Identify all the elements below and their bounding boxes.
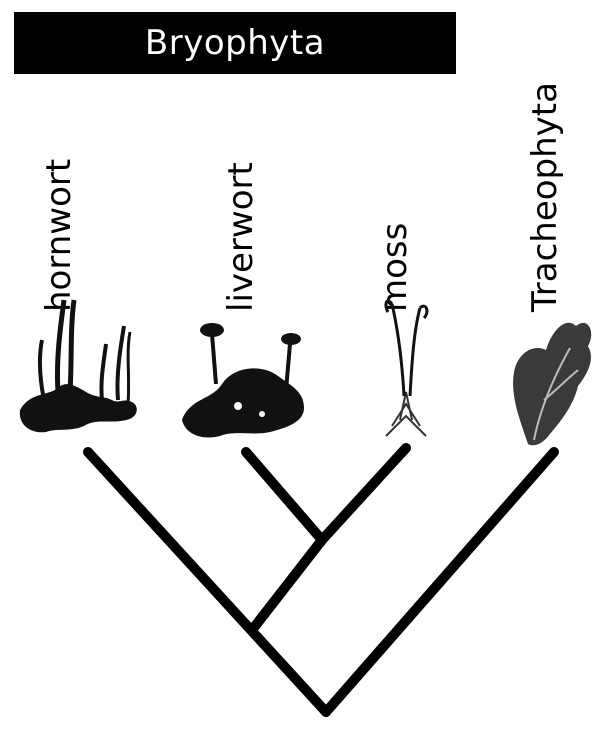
branch-bryophyta-inner <box>252 540 322 630</box>
phylogenetic-tree <box>88 448 554 712</box>
branch-moss <box>322 448 406 540</box>
hornwort-plant-icon <box>20 300 137 432</box>
liverwort-plant-icon <box>182 323 304 437</box>
tracheophyte-plant-icon <box>513 323 591 446</box>
branch-liverwort <box>246 452 322 540</box>
moss-plant-icon <box>386 301 427 436</box>
